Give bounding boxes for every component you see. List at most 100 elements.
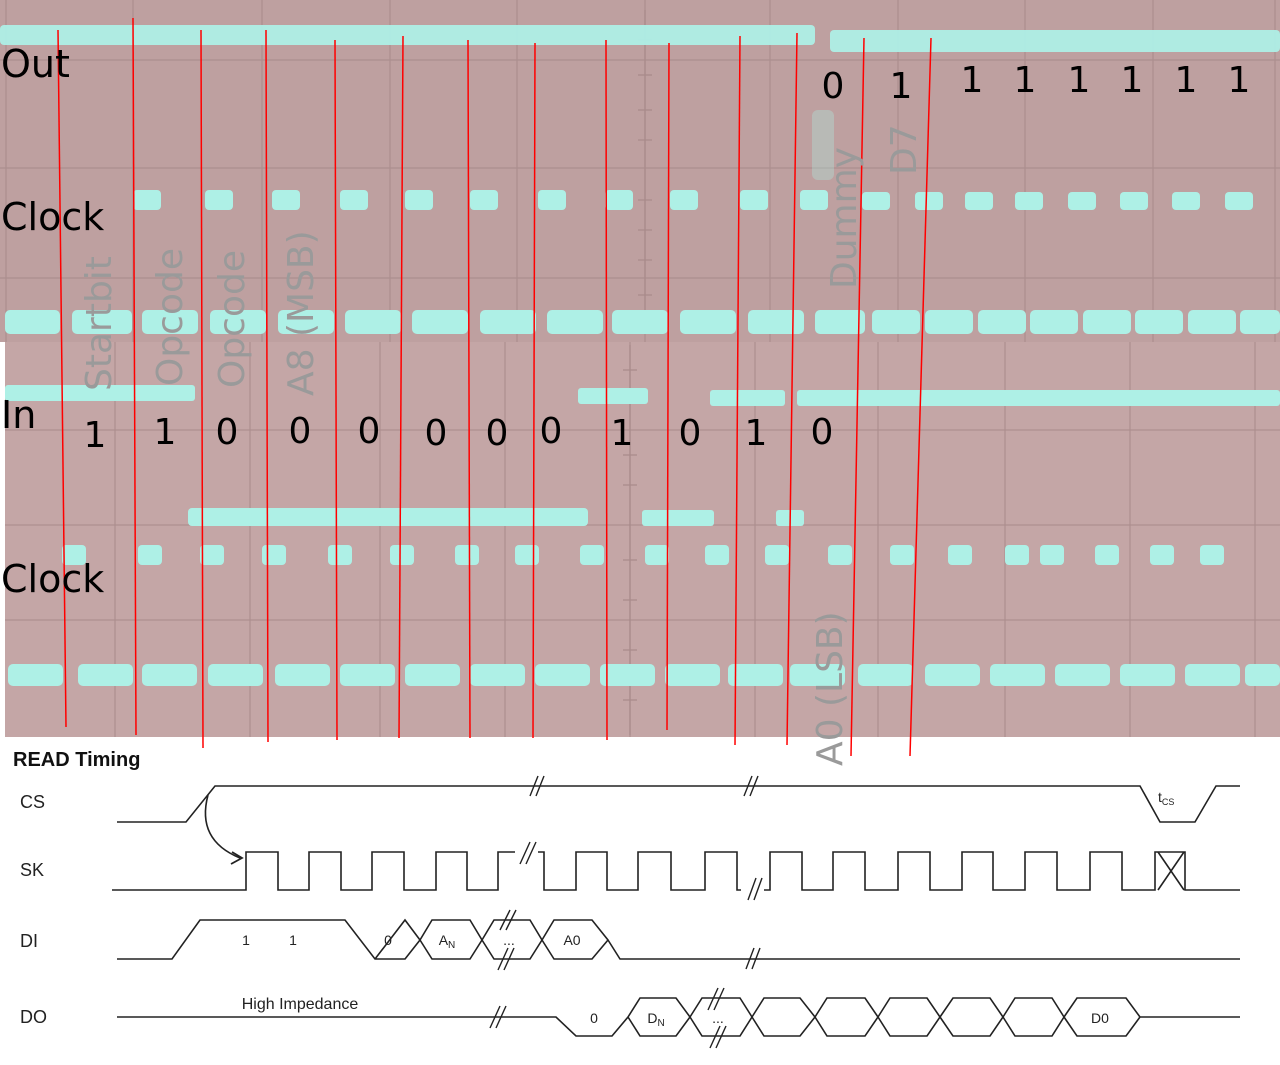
di-bit-label: 0 <box>384 932 392 948</box>
clock-bottom-low-pulses <box>8 664 1280 686</box>
in-bit: 1 <box>84 415 107 456</box>
marker-line <box>850 37 865 757</box>
clock-top-low-pulses <box>5 310 1280 334</box>
out-bit: 1 <box>1175 60 1198 101</box>
marker-line <box>605 39 608 741</box>
marker-line <box>532 42 536 739</box>
marker-line <box>132 17 137 736</box>
cs-signal-label: CS <box>20 792 45 812</box>
do-dn-sub: N <box>657 1018 664 1029</box>
startbit-label: Startbit <box>79 256 120 391</box>
di-break-mark <box>745 947 761 970</box>
out-bit: 1 <box>1228 60 1251 101</box>
dummy-label: Dummy <box>824 147 865 289</box>
di-waveform <box>117 918 1240 960</box>
in-bit: 1 <box>154 412 177 453</box>
sk-dont-care-box <box>1157 851 1185 891</box>
marker-line <box>467 39 471 739</box>
in-bit: 0 <box>486 413 509 454</box>
in-bit: 0 <box>425 413 448 454</box>
cs-break-mark <box>529 775 545 797</box>
out-bit: 0 <box>822 66 845 107</box>
sk-signal-label: SK <box>20 860 44 880</box>
scope-top-panel <box>0 0 1280 342</box>
out-bit: 1 <box>1014 60 1037 101</box>
scope-top-grid <box>0 0 1280 342</box>
do-signal-label: DO <box>20 1007 47 1027</box>
tcs-sub: CS <box>1162 797 1175 807</box>
out-bit: 1 <box>1121 60 1144 101</box>
in-bit: 0 <box>358 411 381 452</box>
cs-sk-arrow <box>204 794 241 859</box>
in-bit: 0 <box>811 412 834 453</box>
out-bit: 1 <box>1068 60 1091 101</box>
a8-msb-label: A8 (MSB) <box>281 230 322 396</box>
read-timing-diagram: READ Timing CS SK DI DO <box>13 749 1240 1049</box>
opcode-label-2: Opcode <box>212 250 253 388</box>
marker-line <box>398 35 404 739</box>
do-break-mark <box>489 1005 507 1029</box>
opcode-label-1: Opcode <box>150 248 191 386</box>
marker-line <box>57 29 67 728</box>
sk-waveform <box>112 851 1240 891</box>
clock-bottom-channel-label: Clock <box>1 557 104 601</box>
clock-top-channel-label: Clock <box>1 195 104 239</box>
di-a0-label: A0 <box>563 932 580 948</box>
out-bit: 1 <box>961 60 984 101</box>
out-bit-values: 0 1 1 1 1 1 1 1 <box>822 60 1251 107</box>
cs-waveform <box>117 785 1240 823</box>
di-bit-label: 1 <box>242 932 250 948</box>
out-trace <box>0 25 1280 180</box>
out-bit: 1 <box>890 66 913 107</box>
do-dn-main: D <box>647 1010 657 1026</box>
cs-sk-arrowhead <box>230 851 244 865</box>
di-dots-label: ... <box>503 932 515 948</box>
tcs-label: tCS <box>1158 789 1174 807</box>
out-channel-label: Out <box>1 42 70 86</box>
sk-break-mark <box>747 877 763 901</box>
marker-line <box>666 42 670 731</box>
tcs-main: t <box>1158 789 1162 805</box>
a0-lsb-label: A0 (LSB) <box>810 611 851 766</box>
read-timing-title: READ Timing <box>13 749 140 771</box>
marker-line <box>786 32 798 746</box>
d7-label: D7 <box>884 124 925 175</box>
cs-break-mark <box>743 775 759 797</box>
do-waveform <box>117 997 1240 1037</box>
sk-break-mark <box>519 841 537 865</box>
scope-top-screen <box>0 0 1280 342</box>
di-labels: 1 1 0 AN ... A0 <box>242 932 581 951</box>
in-bit: 0 <box>216 412 239 453</box>
marker-line <box>265 29 269 743</box>
marker-line <box>200 29 204 749</box>
clock-top-high-pulses <box>133 190 1253 210</box>
in-bit: 1 <box>745 413 768 454</box>
bit-boundary-markers <box>57 17 932 757</box>
do-labels: High Impedance 0 DN ... D0 <box>242 996 1109 1029</box>
do-d0-label: D0 <box>1091 1010 1109 1026</box>
di-an-main: A <box>439 932 449 948</box>
field-annotations: Startbit Opcode Opcode A8 (MSB) Dummy D7… <box>79 124 925 766</box>
di-break-mark <box>497 909 517 971</box>
marker-line <box>909 37 932 757</box>
waveforms <box>112 785 1240 1037</box>
di-signal-label: DI <box>20 931 38 951</box>
di-an-label: AN <box>439 932 456 951</box>
marker-line <box>734 35 741 746</box>
in-bit: 1 <box>611 413 634 454</box>
scope-bottom-panel <box>5 342 1280 737</box>
do-dots-label: ... <box>712 1010 724 1026</box>
in-trace <box>5 385 1280 526</box>
in-channel-label: In <box>1 393 36 437</box>
channel-labels: Out Clock In Clock <box>1 42 104 601</box>
do-high-impedance-label: High Impedance <box>242 996 359 1013</box>
do-break-mark <box>707 987 727 1049</box>
di-bit-label: 1 <box>289 932 297 948</box>
in-bit: 0 <box>679 413 702 454</box>
di-an-sub: N <box>448 940 455 951</box>
break-marks <box>489 775 763 1049</box>
do-zero-label: 0 <box>590 1010 598 1026</box>
marker-line <box>334 39 338 741</box>
